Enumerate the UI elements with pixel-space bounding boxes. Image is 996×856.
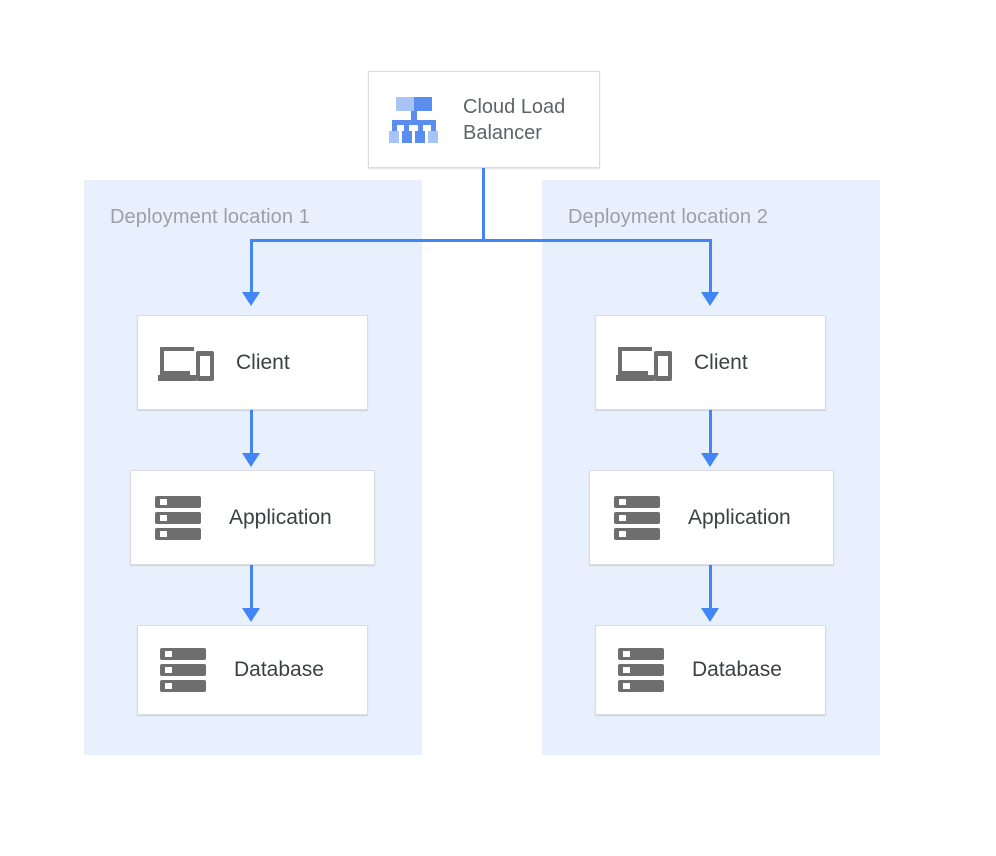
connector-client-to-application-1 [250,410,253,456]
node-application-2[interactable]: Application [589,470,834,565]
server-stack-icon [612,493,662,543]
node-client-2[interactable]: Client [595,315,826,410]
arrowhead-client-to-application-1 [242,453,260,467]
arrowhead-application-to-database-2 [701,608,719,622]
zone-label-2: Deployment location 2 [568,206,768,228]
arrowhead-lb-to-client-1 [242,292,260,306]
connector-client-to-application-2 [709,410,712,456]
arrowhead-lb-to-client-2 [701,292,719,306]
connector-lb-stem [482,168,485,241]
devices-icon [616,341,672,385]
server-stack-icon [153,493,203,543]
node-label-application-2: Application [688,505,791,529]
node-label-load-balancer: Cloud Load Balancer [463,95,566,144]
connector-lb-to-client-2 [709,239,712,295]
node-database-2[interactable]: Database [595,625,826,715]
load-balancer-icon [387,95,443,145]
connector-application-to-database-2 [709,565,712,611]
connector-application-to-database-1 [250,565,253,611]
node-label-client-1: Client [236,350,290,374]
server-stack-icon [616,645,666,695]
server-stack-icon [158,645,208,695]
node-label-database-1: Database [234,658,324,681]
node-label-application-1: Application [229,505,332,529]
node-label-client-2: Client [694,350,748,374]
node-database-1[interactable]: Database [137,625,368,715]
node-cloud-load-balancer[interactable]: Cloud Load Balancer [368,71,600,168]
node-client-1[interactable]: Client [137,315,368,410]
connector-distribution-bus [251,239,712,242]
node-label-database-2: Database [692,658,782,681]
node-application-1[interactable]: Application [130,470,375,565]
arrowhead-client-to-application-2 [701,453,719,467]
devices-icon [158,341,214,385]
connector-lb-to-client-1 [250,239,253,295]
zone-label-1: Deployment location 1 [110,206,310,228]
arrowhead-application-to-database-1 [242,608,260,622]
